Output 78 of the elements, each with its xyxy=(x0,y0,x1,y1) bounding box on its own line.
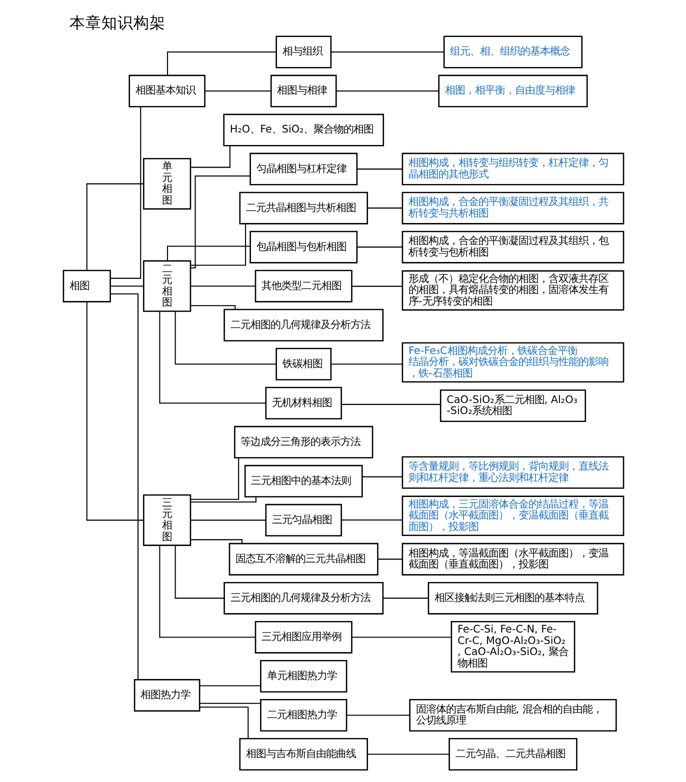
node-box: 形成（不）稳定化合物的相图，含双液共存区的相图，具有熔晶转变的相图，固溶体发生有序-无序转变的相图 xyxy=(401,270,624,311)
connector xyxy=(190,286,255,287)
connector xyxy=(330,364,402,365)
connector xyxy=(199,685,260,686)
node-box: 相图构成，等温截面图（水平截面图），变温截面图（垂直截面图），投影图 xyxy=(401,542,624,576)
connector xyxy=(199,706,248,739)
node-box: 相图 xyxy=(62,270,110,302)
node-box: 相与组织 xyxy=(275,36,332,68)
connector xyxy=(158,312,266,404)
connector xyxy=(199,702,260,704)
connector xyxy=(351,286,402,287)
node-box: 包晶相图与包析相图 xyxy=(249,230,358,264)
node-box: 相图热力学 xyxy=(133,679,200,712)
node-box: 三元相图 xyxy=(142,494,191,546)
connector xyxy=(356,168,402,170)
node-box: 二元共晶相图与共析相图 xyxy=(238,192,368,224)
connector xyxy=(174,546,224,599)
connector xyxy=(166,246,250,261)
connector xyxy=(367,754,449,755)
node-box: 相图构成，合金的平衡凝固过程及其组织，共析转变与共析相图 xyxy=(401,192,624,224)
node-box: 相区接触法则三元相图的基本特点 xyxy=(427,582,598,614)
connector xyxy=(351,636,451,638)
diagram-title: 本章知识构架 xyxy=(69,14,166,32)
node-box: 单元相图 xyxy=(142,158,191,210)
connector xyxy=(341,404,440,405)
connector xyxy=(110,293,138,680)
connector xyxy=(110,286,144,287)
node-box: 固溶体的吉布斯自由能, 混合相的自由能，公切线原理 xyxy=(408,699,616,732)
connector xyxy=(190,175,250,268)
connector xyxy=(341,519,402,520)
node-box: 三元相图的几何规律及分析方法 xyxy=(223,582,384,614)
connector xyxy=(190,224,246,266)
connector xyxy=(158,546,255,638)
connector xyxy=(190,496,256,502)
connector xyxy=(86,183,143,270)
connector xyxy=(190,458,239,500)
node-box: 相图构成，合金的平衡凝固过程及其组织，包析转变与包析相图 xyxy=(401,230,624,264)
node-box: 组元、相、组织的基本概念 xyxy=(442,36,582,68)
node-box: 三元相图应用举例 xyxy=(254,620,352,654)
connector xyxy=(330,52,444,53)
node-box: 相图，相平衡，自由度与相律 xyxy=(438,74,588,108)
connector xyxy=(362,476,402,478)
connector xyxy=(190,146,230,168)
connector xyxy=(174,312,276,365)
node-box: 无机材料相图 xyxy=(264,386,342,420)
connector xyxy=(204,90,270,92)
connector xyxy=(378,558,402,560)
node-box: 等边成分三角形的表示方法 xyxy=(234,426,373,458)
node-box: 固态互不溶解的三元共晶相图 xyxy=(228,542,378,576)
connector xyxy=(166,52,276,76)
node-box: Fe-Fe₃C相图构成分析，铁碳合金平衡结晶分析，碳对铁碳合金的组织与性能的影响，铁-石墨相图 xyxy=(401,342,624,383)
node-box: 三元相图中的基本法则 xyxy=(244,464,362,498)
node-box: 相图基本知识 xyxy=(128,74,205,108)
connector xyxy=(336,90,438,92)
node-box: 相图与吉布斯自由能曲线 xyxy=(238,738,368,771)
node-box: 二元相图 xyxy=(142,260,191,312)
node-box: 相图构成，三元固溶体合金的结晶过程，等温截面图（水平截面图），变温截面图（垂直截面图），投影图 xyxy=(401,496,624,536)
connector xyxy=(86,302,143,521)
connector xyxy=(356,246,402,248)
node-box: 等含量规则，等比例规则，背向规则，直线法则和杠杆定律，重心法则和杠杆定律 xyxy=(401,456,624,489)
node-box: 二元相图热力学 xyxy=(260,699,347,732)
node-box: 三元匀晶相图 xyxy=(264,504,342,536)
node-box: 二元相图的几何规律及分析方法 xyxy=(223,308,384,342)
node-box: 其他类型二元相图 xyxy=(254,270,352,302)
node-box: H₂O、Fe、SiO₂、聚合物的相图 xyxy=(222,114,384,146)
node-box: 二元匀晶、二元共晶相图 xyxy=(448,738,577,771)
node-box: 相图构成，相转变与组织转变，杠杆定律，匀晶相图的其他形式 xyxy=(401,152,624,186)
node-box: CaO-SiO₂系二元相图, Al₂O₃-SiO₂系统相图 xyxy=(439,389,586,422)
connector xyxy=(382,598,428,599)
connector xyxy=(346,714,410,716)
node-box: 单元相图热力学 xyxy=(260,660,347,692)
node-box: 匀晶相图与杠杆定律 xyxy=(249,152,358,186)
node-box: 铁碳相图 xyxy=(275,348,332,380)
connector xyxy=(367,208,402,209)
node-box: Fe-C-Si, Fe-C-N, Fe-Cr-C, MgO-Al₂O₃-SiO₂, CaO-Al₂O₃-SiO₂, 聚合物相图 xyxy=(450,620,575,673)
node-box: 相图与相律 xyxy=(270,74,336,108)
connector xyxy=(110,106,141,279)
connector xyxy=(190,520,266,521)
